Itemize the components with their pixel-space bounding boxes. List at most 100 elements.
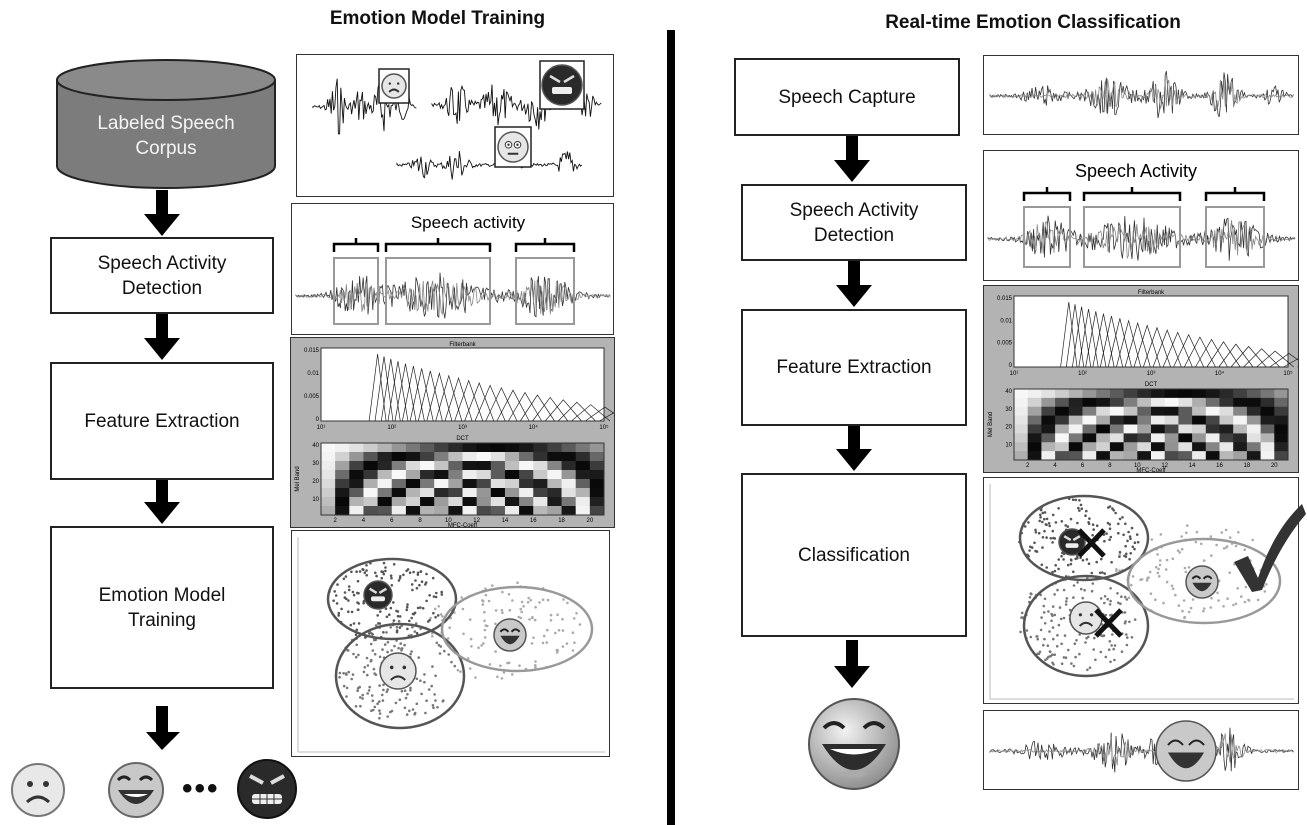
scatter-point: [440, 590, 443, 594]
scatter-point: [369, 642, 373, 646]
scatter-point: [1045, 517, 1049, 521]
scatter-point: [1075, 639, 1078, 642]
activity-bracket: [384, 238, 492, 252]
cluster-ellipse: [440, 585, 594, 673]
dct-cell: [1192, 415, 1207, 425]
dct-cell: [1123, 397, 1138, 408]
scatter-point: [474, 676, 477, 679]
scatter-point: [373, 638, 376, 642]
dct-cell: [1246, 451, 1262, 461]
dct-cell: [1123, 406, 1138, 417]
scatter-point: [1159, 533, 1163, 536]
scatter-point: [354, 705, 358, 708]
filter-triangle: [444, 376, 473, 422]
scatter-point: [393, 644, 396, 648]
dct-cell: [391, 506, 407, 516]
scatter-point: [432, 611, 435, 615]
scatter-point: [561, 617, 564, 621]
output-waveform-panel: [983, 710, 1299, 790]
scatter-point: [508, 608, 512, 612]
scatter-point: [1119, 602, 1122, 605]
dct-cell: [1096, 397, 1111, 408]
sad-face-icon: [379, 652, 417, 690]
scatter-point: [390, 709, 394, 713]
scatter-point: [1104, 655, 1108, 659]
scatter-point: [411, 625, 414, 629]
scatter-point: [344, 672, 348, 675]
scatter-point: [1124, 544, 1127, 548]
dct-cell: [391, 452, 407, 462]
filter-triangle: [454, 379, 484, 422]
dct-cell: [363, 443, 379, 453]
x-tick-label: 10²: [1078, 371, 1087, 377]
scatter-point: [1074, 557, 1077, 561]
scatter-point: [378, 655, 382, 659]
scatter-point: [1051, 570, 1054, 574]
scatter-point: [421, 607, 425, 610]
scatter-point: [436, 614, 440, 617]
dct-cell: [476, 488, 492, 498]
scatter-point: [1085, 509, 1088, 513]
dct-cell: [1068, 424, 1083, 434]
x-tick-label: 2: [1026, 463, 1030, 469]
scatter-point: [1084, 514, 1087, 517]
x-tick-label: 10²: [387, 425, 396, 431]
scatter-point: [1181, 609, 1184, 613]
filter-triangle: [496, 389, 530, 422]
scatter-point: [419, 606, 422, 609]
scatter-point: [1064, 656, 1068, 659]
scatter-point: [433, 607, 437, 611]
scatter-point: [1077, 506, 1080, 510]
scatter-point: [367, 689, 371, 692]
scatter-point: [1243, 600, 1247, 604]
scatter-point: [408, 619, 411, 623]
dct-cell: [377, 470, 393, 480]
scatter-point: [410, 650, 413, 653]
dct-cell: [589, 461, 605, 471]
scatter-point: [392, 563, 396, 566]
scatter-point: [376, 614, 379, 617]
arrow-down-icon: [144, 480, 180, 524]
scatter-point: [1125, 643, 1129, 647]
dct-cell: [335, 506, 350, 516]
filterbank-plot: [320, 347, 605, 422]
filter-triangle: [1256, 350, 1294, 368]
scatter-point: [392, 601, 395, 604]
dct-cell: [1274, 406, 1289, 417]
scatter-point: [1228, 536, 1232, 539]
scatter-point: [1094, 658, 1097, 662]
dct-cell: [1219, 451, 1234, 461]
scatter-point: [1118, 553, 1122, 556]
scatter-point: [1187, 566, 1191, 569]
dct-cell: [504, 497, 520, 507]
dct-cell: [533, 461, 548, 471]
scatter-point: [571, 649, 575, 652]
scatter-point: [1244, 585, 1248, 589]
dct-cell: [391, 470, 407, 480]
dct-cell: [575, 479, 591, 489]
dct-cell: [462, 452, 478, 462]
scatter-point: [1106, 521, 1110, 525]
scatter-point: [409, 688, 412, 692]
scatter-point: [1180, 535, 1183, 538]
scatter-point: [1108, 523, 1112, 526]
scatter-point: [378, 712, 382, 715]
scatter-point: [1038, 650, 1042, 654]
dct-cell: [1164, 389, 1179, 399]
dct-cell: [1164, 406, 1179, 417]
dct-ylabel: Mel Band: [988, 412, 994, 437]
scatter-point: [1128, 620, 1131, 624]
dct-cell: [1233, 451, 1248, 461]
dct-cell: [363, 506, 379, 516]
scatter-point: [424, 711, 427, 715]
scatter-point: [1050, 619, 1053, 623]
dct-cell: [1205, 389, 1220, 399]
dct-cell: [448, 488, 463, 498]
dct-cell: [434, 470, 449, 480]
scatter-point: [413, 630, 417, 633]
dct-cell: [1151, 389, 1166, 399]
scatter-point: [402, 573, 405, 577]
dct-cell: [420, 488, 435, 498]
scatter-point: [1183, 566, 1187, 570]
scatter-point: [1157, 567, 1160, 571]
